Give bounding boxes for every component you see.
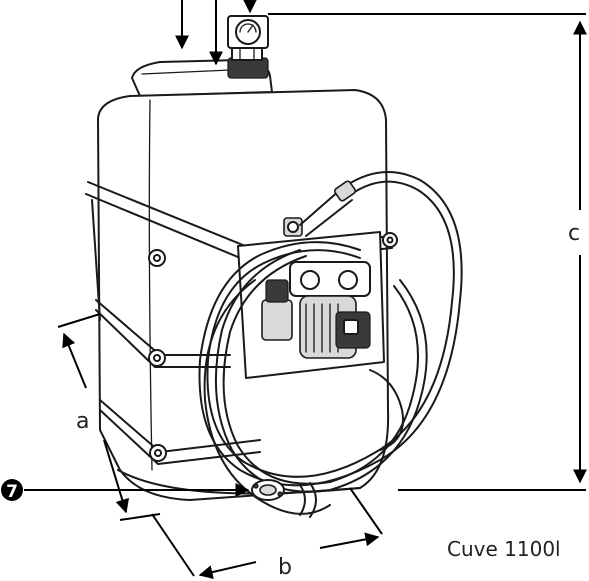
pump-assembly xyxy=(237,217,404,451)
label-b: b xyxy=(278,555,292,580)
gauge-icon xyxy=(227,15,269,49)
caption: Cuve 1100l xyxy=(447,537,561,561)
pump-motor-icon xyxy=(299,295,371,359)
top-arrows xyxy=(175,0,257,66)
dimension-c: c xyxy=(268,13,587,491)
label-a: a xyxy=(76,409,89,434)
drain-valve-icon xyxy=(251,479,285,501)
callout-7-number: 7 xyxy=(6,482,18,502)
fill-cap xyxy=(227,15,269,79)
dimension-b: b xyxy=(151,487,383,580)
label-c: c xyxy=(568,221,580,246)
callout-7: 7 xyxy=(1,479,250,502)
hose-icon xyxy=(198,171,463,518)
